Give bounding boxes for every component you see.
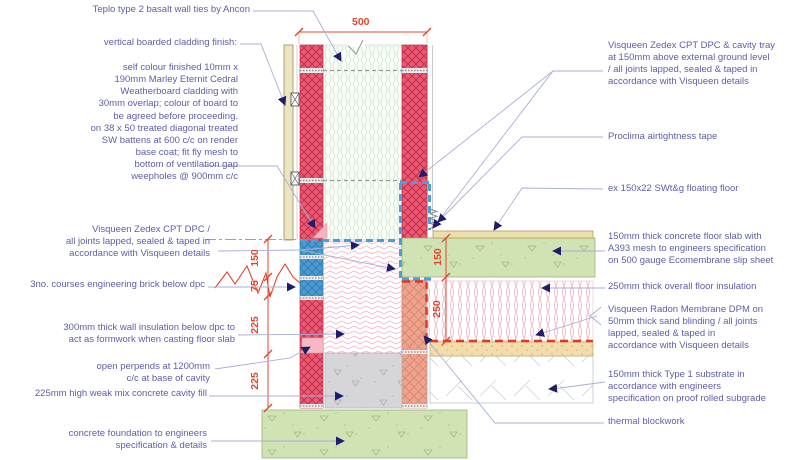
type1-substrate (429, 355, 594, 404)
dim-75: 75 (249, 280, 261, 292)
label-weak-mix-fill: 225mm high weak mix concrete cavity fill (34, 388, 207, 399)
cladding-board (283, 44, 298, 241)
dim-dpc-to-ground: 150 (249, 249, 261, 267)
cavity-insulation-above-dpc (322, 44, 403, 241)
label-floor-insulation: 250mm thick overall floor insulation (608, 281, 757, 292)
dim-wall-width: 500 (352, 16, 370, 28)
label-thermal-blockwork: thermal blockwork (608, 416, 685, 427)
cavity-base-fillet (312, 222, 328, 239)
dim-floor-buildup: 250 (431, 300, 443, 318)
label-open-perpends: open perpends at 1200mm c/c at base of c… (96, 361, 210, 385)
label-airtightness-tape: Proclima airtightness tape (608, 131, 718, 142)
label-foundation: concrete foundation to engineers specifi… (68, 428, 207, 452)
open-perpend (301, 337, 324, 354)
label-cladding-spec: self colour finished 10mm x 190mm Marley… (90, 62, 238, 183)
ground-level-zigzag (214, 262, 301, 298)
label-floating-floor: ex 150x22 SWt&g floating floor (608, 183, 739, 194)
floating-floor (432, 230, 594, 239)
label-floor-slab: 150mm thick concrete floor slab with A39… (608, 231, 774, 267)
dimension-lines (263, 27, 451, 413)
label-cavity-tray: Visqueen Zedex CPT DPC & cavity tray at … (608, 40, 776, 88)
label-wall-insulation: 300mm thick wall insulation below dpc to… (63, 322, 235, 346)
floor-insulation (426, 280, 594, 342)
label-engineering-brick: 3no. courses engineering brick below dpc (30, 279, 205, 290)
concrete-floor-slab (401, 237, 596, 278)
label-type1-substrate: 150mm thick Type 1 substrate in accordan… (608, 369, 766, 405)
dim-slab-thickness: 150 (432, 248, 444, 266)
batten-symbol (290, 92, 300, 186)
dim-225-lower: 225 (249, 372, 261, 390)
label-cladding-finish: vertical boarded cladding finish: (103, 37, 237, 48)
label-wall-ties: Teplo type 2 basalt wall ties by Ancon (92, 4, 250, 15)
concrete-foundation (261, 409, 468, 459)
label-dpc-left: Visqueen Zedex CPT DPC / all joints lapp… (65, 224, 210, 260)
radon-dpm (402, 280, 593, 343)
leader-lines (203, 10, 606, 446)
outer-leaf-brickwork (299, 44, 324, 409)
dim-225-upper: 225 (249, 316, 261, 334)
break-symbol (347, 38, 365, 55)
inner-leaf-blockwork (401, 44, 428, 409)
wall-tie-courses (300, 68, 427, 408)
inner-face-finish (427, 45, 433, 231)
label-radon-membrane: Visqueen Radon Membrane DPM on 50mm thic… (608, 304, 764, 352)
weak-mix-cavity-fill (324, 352, 403, 409)
sand-blinding (429, 341, 594, 357)
dpc-cavity-tray (300, 181, 431, 281)
